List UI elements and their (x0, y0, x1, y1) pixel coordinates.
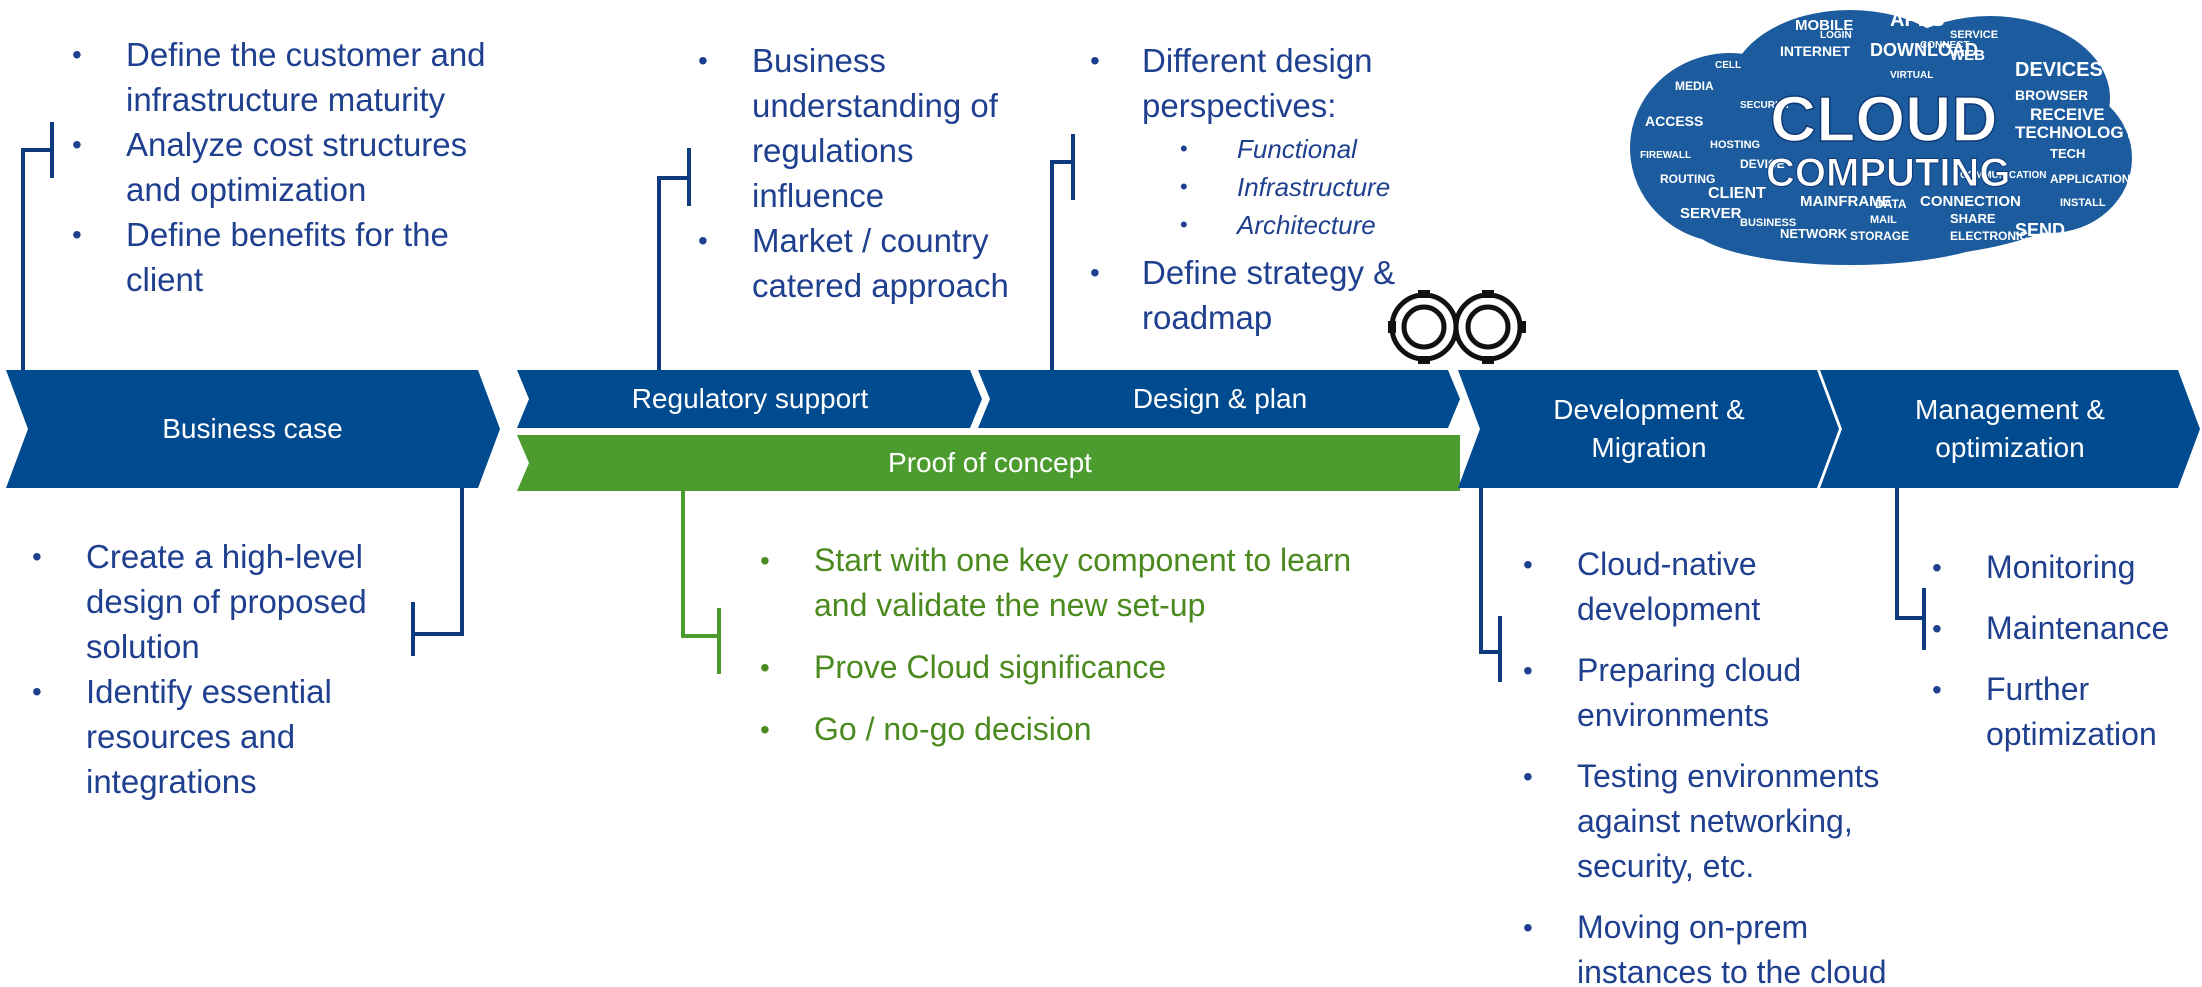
stage-label: Design & plan (1132, 383, 1308, 415)
cloud-word: TECH (2050, 146, 2085, 161)
cloud-word: SERVICE (1950, 29, 1998, 41)
development-migration-shape (1458, 370, 1839, 488)
list-item: Maintenance (1922, 606, 2192, 651)
list-item: Define strategy & roadmap (1080, 250, 1440, 340)
cloud-word: TECHNOLOGY (2015, 123, 2136, 142)
cloud-word: BUSINESS (1740, 217, 1796, 229)
business-case-top-list: Define the customer and infrastructure m… (62, 32, 502, 302)
cloud-word: DEVICES (2015, 59, 2103, 81)
list-item: Testing environments against networking,… (1513, 754, 1913, 889)
proof-of-concept-shape (517, 435, 1460, 491)
stage-label-line2: Migration (1591, 432, 1707, 463)
list-item: Create a high-level design of proposed s… (22, 534, 422, 669)
management-bottom-list: Monitoring Maintenance Further optimizat… (1922, 545, 2192, 773)
sub-list-item: Architecture (1142, 206, 1440, 244)
list-item: Different design perspectives: Functiona… (1080, 38, 1440, 244)
cloud-word: CLIENT (1708, 185, 1766, 202)
cloud-word: MEDIA (1675, 79, 1714, 93)
business-case-bottom-list: Create a high-level design of proposed s… (22, 534, 422, 804)
sub-list-item: Infrastructure (1142, 168, 1440, 206)
stage-label-line1: Management & (1915, 394, 2105, 426)
list-item: Moving on-prem instances to the cloud (1513, 905, 1913, 987)
cloud-word: SEND (2015, 220, 2065, 240)
cloud-word: DOWNLOAD (1870, 40, 1978, 60)
design-top-list: Different design perspectives: Functiona… (1080, 38, 1440, 340)
list-item: Preparing cloud environments (1513, 648, 1913, 738)
cloud-word: ACCESS (1645, 113, 1703, 129)
stage-business-case: Business case (30, 370, 475, 488)
cloud-word: SECURITY (1740, 100, 1791, 111)
list-item: Cloud-native development (1513, 542, 1913, 632)
cloud-word: DEVICE (1740, 157, 1785, 171)
cloud-word: APPLICATIONS (2050, 172, 2138, 186)
list-item: Market / country catered approach (688, 218, 1028, 308)
cloud-word: WEB (1950, 47, 1985, 64)
list-item: Prove Cloud significance (750, 645, 1370, 690)
stage-management-optimization: Management & optimization (1844, 370, 2176, 488)
cloud-word: ELECTRONIC (1950, 229, 2028, 243)
list-item: Go / no-go decision (750, 707, 1370, 752)
cloud-word: MAIL (1870, 214, 1897, 226)
development-bottom-list: Cloud-native development Preparing cloud… (1513, 542, 1913, 987)
list-item: Start with one key component to learn an… (750, 538, 1370, 628)
cloud-word: COMMUNICATION (1960, 170, 2046, 181)
poc-bottom-list: Start with one key component to learn an… (750, 538, 1370, 769)
stage-regulatory-support: Regulatory support (530, 370, 970, 428)
stage-design-plan: Design & plan (992, 370, 1448, 428)
cloud-word: ROUTING (1660, 172, 1715, 186)
cloud-word: LOGIN (1820, 30, 1852, 41)
business-case-shape (6, 370, 500, 488)
stage-development-migration: Development & Migration (1482, 370, 1816, 488)
regulatory-top-list: Business understanding of regulations in… (688, 38, 1028, 308)
cloud-word: MOBILE (1795, 17, 1853, 34)
list-item: Further optimization (1922, 667, 2192, 757)
cloud-word: INSTALL (2060, 197, 2106, 209)
regulatory-support-shape (517, 370, 982, 428)
cloud-word: NETWORK (1780, 226, 1848, 241)
cloud-word: CONNECTION (1920, 193, 2021, 210)
cloud-word: SERVER (1680, 205, 1742, 222)
list-item: Monitoring (1922, 545, 2192, 590)
stage-label: Business case (162, 413, 343, 445)
cloud-word: FIREWALL (1640, 150, 1691, 161)
stage-label-line2: optimization (1935, 432, 2085, 463)
stage-label-line1: Development & (1553, 394, 1745, 426)
list-item: Analyze cost structures and optimization (62, 122, 502, 212)
cloud-word: DATA (1875, 197, 1907, 211)
cloud-word: RECEIVE (2030, 105, 2105, 124)
cloud-word: VIRTUAL (1890, 70, 1933, 81)
cloud-word: SHARE (1950, 211, 1996, 226)
cloud-word: HOSTING (1710, 139, 1760, 151)
list-item-text: Different design perspectives: (1142, 42, 1373, 124)
management-optimization-shape (1820, 370, 2200, 488)
stage-label: Regulatory support (631, 383, 869, 415)
design-perspectives-list: Functional Infrastructure Architecture (1142, 130, 1440, 244)
cloud-word: CONNECT (1920, 40, 1969, 51)
cloud-word: BROWSER (2015, 87, 2088, 103)
list-item: Business understanding of regulations in… (688, 38, 1028, 218)
design-plan-shape (978, 370, 1460, 428)
list-item: Define benefits for the client (62, 212, 502, 302)
stage-proof-of-concept: Proof of concept (530, 435, 1450, 491)
cloud-word: CELL (1715, 60, 1741, 71)
list-item: Identify essential resources and integra… (22, 669, 422, 804)
list-item: Define the customer and infrastructure m… (62, 32, 502, 122)
cloud-word-main: CLOUD (1770, 83, 1998, 155)
sub-list-item: Functional (1142, 130, 1440, 168)
cloud-word: INTERNET (1780, 43, 1850, 59)
computing-word-main: COMPUTING (1766, 151, 2010, 195)
cloud-word: STORAGE (1850, 229, 1909, 243)
cloud-word: MAINFRAME (1800, 193, 1892, 210)
cloud-word: APPS (1890, 9, 1944, 31)
stage-label: Proof of concept (888, 447, 1092, 479)
